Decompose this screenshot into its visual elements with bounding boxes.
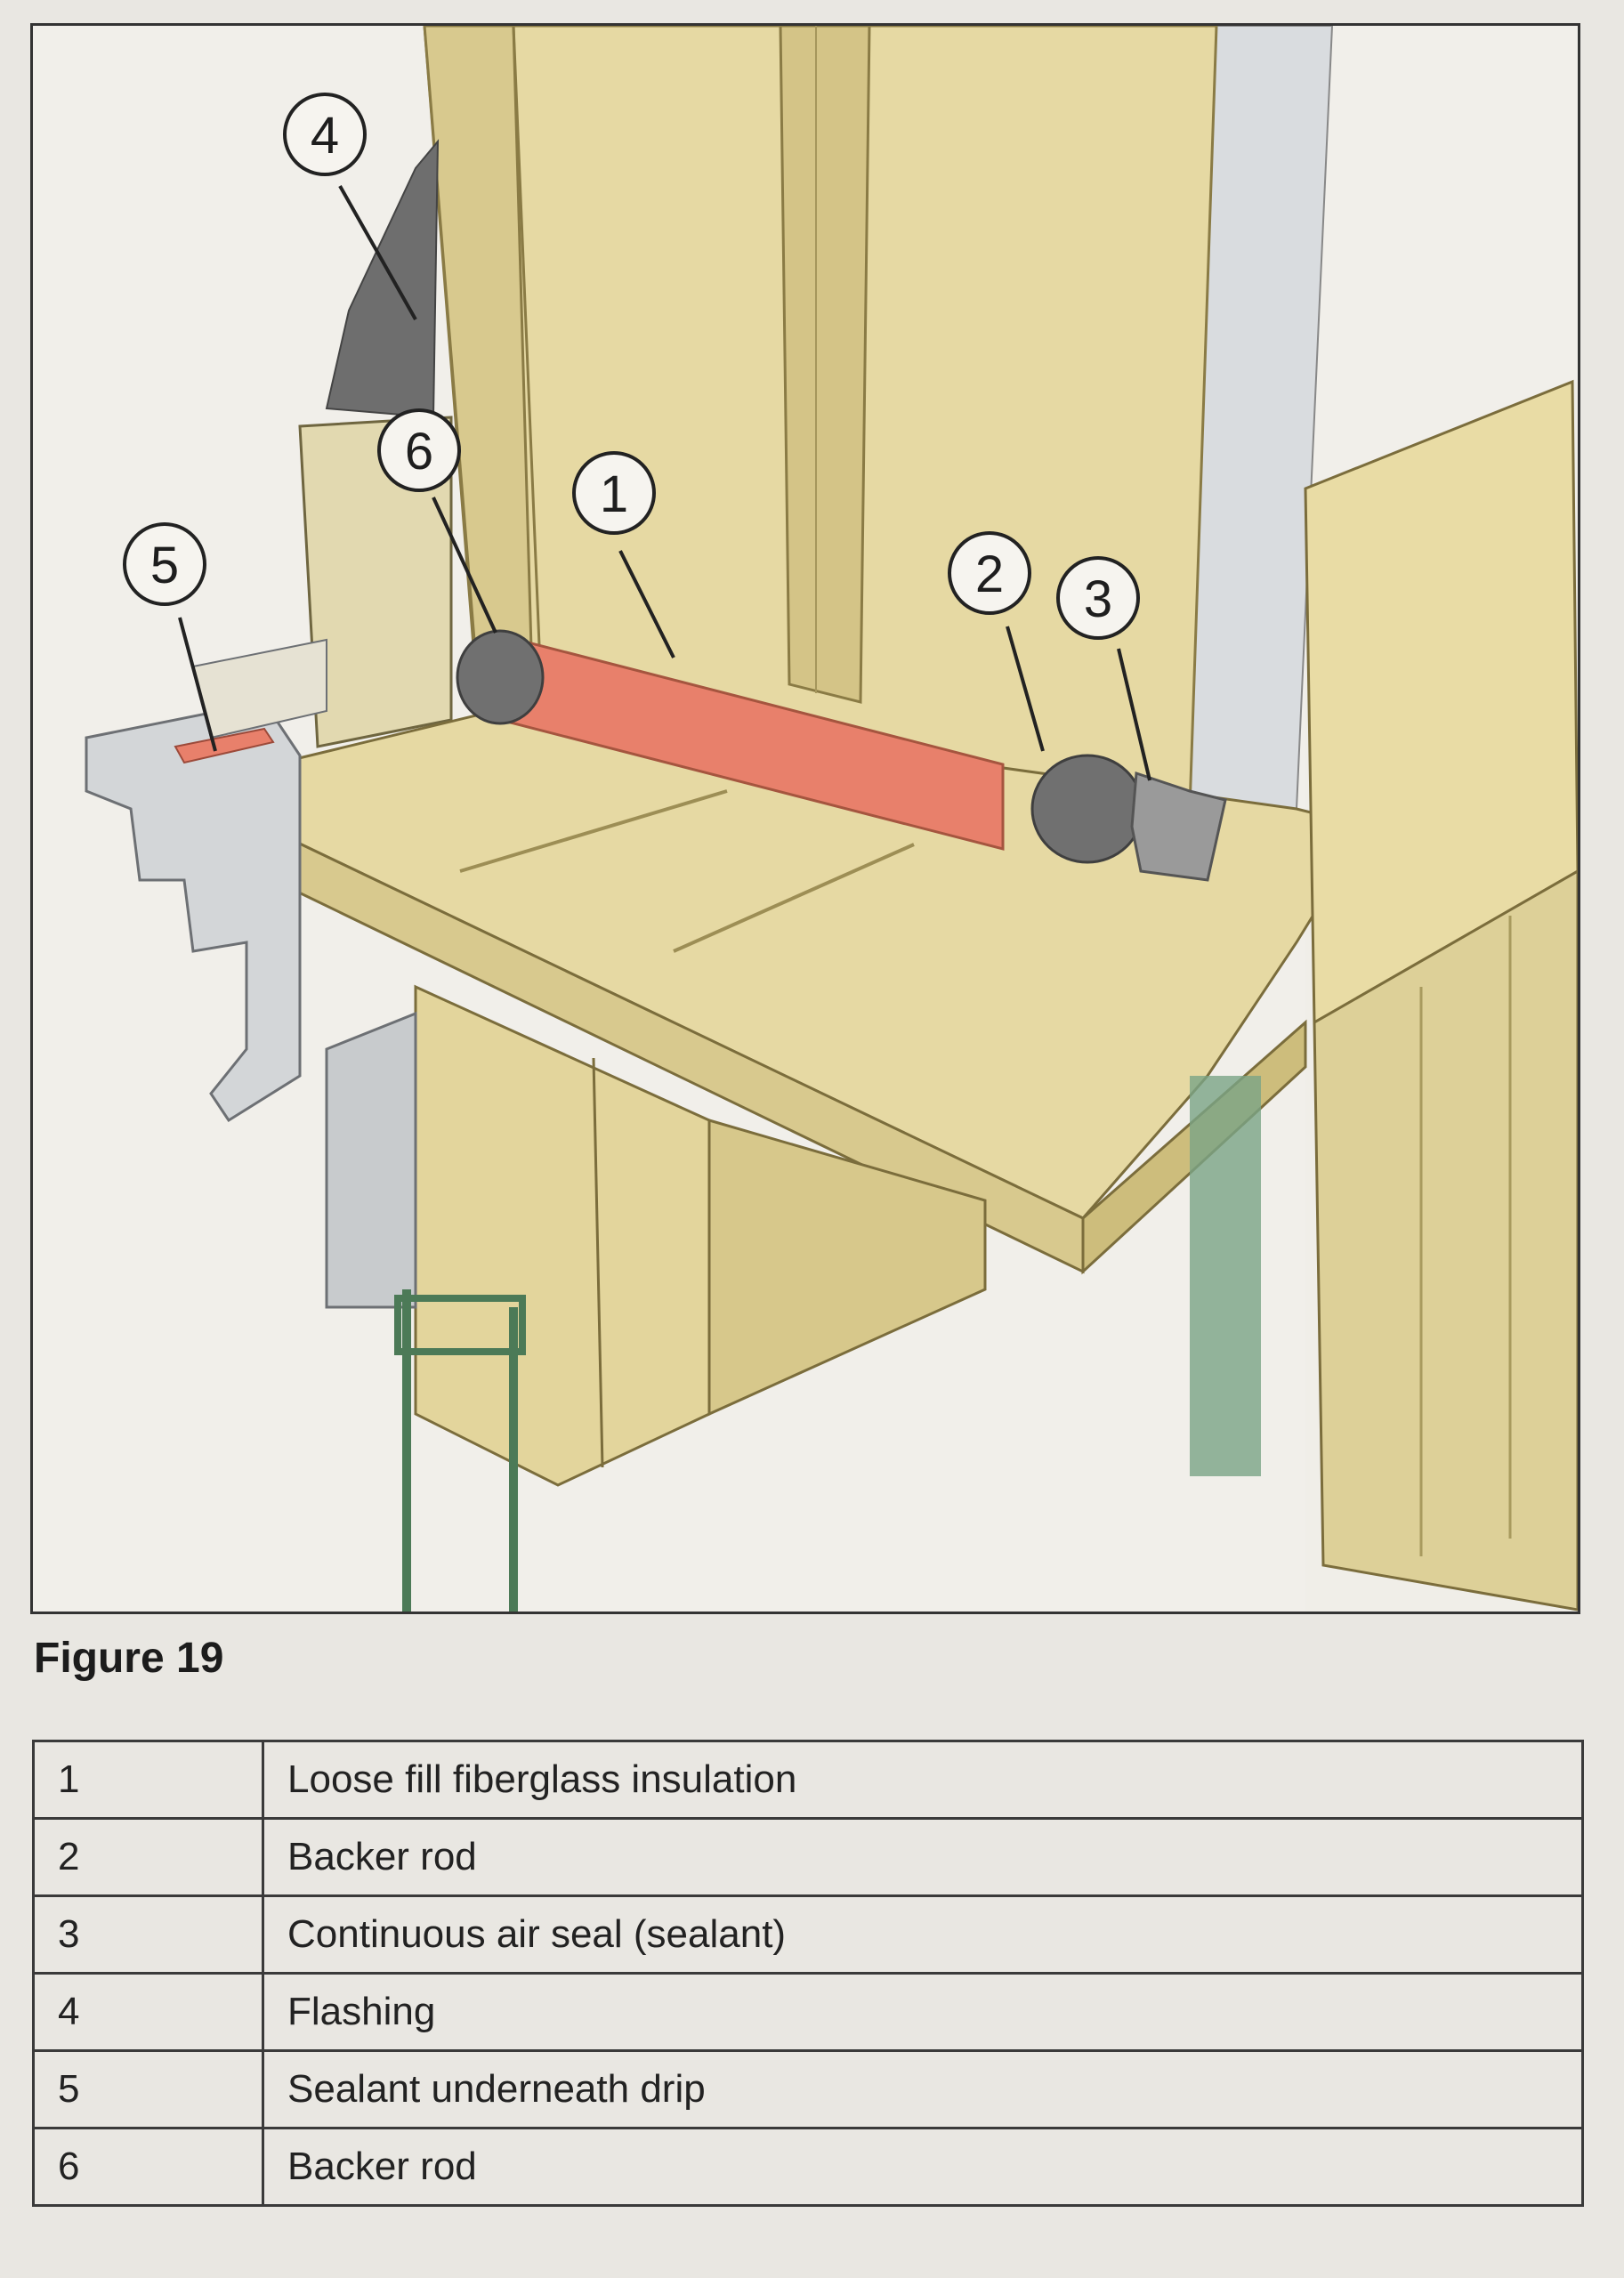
svg-text:5: 5 — [150, 537, 179, 594]
glazing-edge — [1190, 1076, 1261, 1476]
legend-row: 2 Backer rod — [32, 1817, 1584, 1897]
svg-text:1: 1 — [600, 465, 628, 523]
legend-description: Sealant underneath drip — [262, 2049, 1584, 2129]
legend-row: 1 Loose fill fiberglass insulation — [32, 1740, 1584, 1820]
legend-number: 6 — [32, 2127, 264, 2207]
legend-number: 2 — [32, 1817, 264, 1897]
legend-row: 4 Flashing — [32, 1972, 1584, 2052]
legend-description: Backer rod — [262, 2127, 1584, 2207]
backer-rod-right — [1030, 754, 1144, 864]
callout-2: 2 — [948, 531, 1031, 615]
flashing-shape — [298, 139, 453, 748]
callout-1: 1 — [572, 451, 656, 535]
legend-row: 5 Sealant underneath drip — [32, 2049, 1584, 2129]
svg-text:6: 6 — [405, 423, 433, 481]
legend-number: 5 — [32, 2049, 264, 2129]
backer-rod-left — [456, 629, 545, 725]
legend-row: 6 Backer rod — [32, 2127, 1584, 2207]
vertical-frame-boards — [423, 26, 1218, 811]
legend-row: 3 Continuous air seal (sealant) — [32, 1894, 1584, 1975]
legend-description: Continuous air seal (sealant) — [262, 1894, 1584, 1975]
callout-6: 6 — [377, 408, 461, 492]
callout-3: 3 — [1056, 556, 1140, 640]
callout-5: 5 — [123, 522, 206, 606]
svg-text:3: 3 — [1084, 570, 1112, 628]
svg-text:2: 2 — [975, 545, 1004, 603]
figure-caption: Figure 19 — [34, 1635, 224, 1682]
legend-description: Loose fill fiberglass insulation — [262, 1740, 1584, 1820]
leader-lines — [178, 185, 1151, 781]
drip-sealant-bead — [174, 727, 275, 764]
callout-4: 4 — [283, 93, 367, 176]
legend-number: 1 — [32, 1740, 264, 1820]
air-seal-sealant — [1130, 771, 1227, 882]
aluminum-frame-extrusion — [85, 638, 526, 1612]
legend-description: Flashing — [262, 1972, 1584, 2052]
window-sill-detail-illustration: 4 6 1 5 2 3 — [30, 23, 1580, 1614]
interior-stool-trim — [1304, 379, 1578, 1612]
legend-number: 4 — [32, 1972, 264, 2052]
legend-description: Backer rod — [262, 1817, 1584, 1897]
legend-number: 3 — [32, 1894, 264, 1975]
svg-text:4: 4 — [311, 107, 339, 165]
legend-table: 1 Loose fill fiberglass insulation 2 Bac… — [32, 1740, 1584, 2207]
lower-frame-block — [414, 984, 987, 1487]
